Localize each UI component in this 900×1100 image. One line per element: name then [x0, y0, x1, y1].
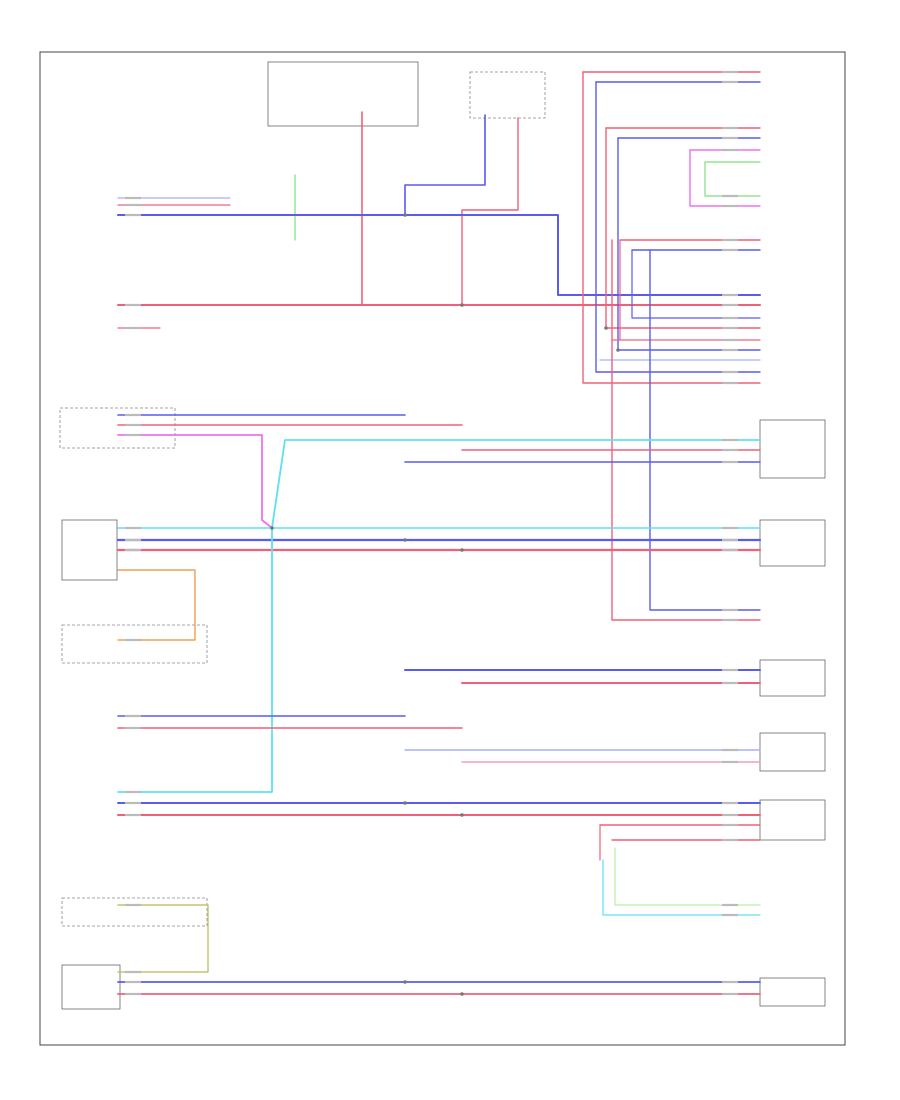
splice-point	[403, 980, 407, 984]
wire-cyan-54	[602, 859, 761, 916]
splice-point	[403, 801, 407, 805]
wire-blue-26	[631, 249, 761, 319]
wire-cyan-41	[117, 527, 273, 793]
component-box-r4	[759, 732, 826, 772]
component-box-r1	[759, 419, 826, 479]
splice-point	[460, 548, 464, 552]
component-box-r5	[759, 799, 826, 841]
wire-magenta-33	[117, 434, 273, 529]
component-box-r3	[759, 659, 826, 697]
wire-red-29	[611, 239, 761, 621]
diagram-frame	[39, 51, 846, 1046]
wire-orange-40	[117, 569, 196, 641]
wire-layer	[116, 71, 762, 996]
splice-point	[616, 348, 620, 352]
label-layer	[125, 70, 738, 996]
splice-point	[460, 813, 464, 817]
splice-point	[460, 992, 464, 996]
wire-red-16	[605, 127, 761, 329]
component-box-r6	[759, 977, 826, 1007]
component-box-l3	[61, 624, 208, 664]
wire-blue-4	[117, 114, 486, 216]
splice-point	[403, 213, 407, 217]
relay-box-top	[469, 71, 546, 119]
wire-blue-7	[117, 214, 761, 296]
wire-cyan-34	[271, 439, 761, 529]
component-box-l5	[61, 964, 121, 1010]
splice-point	[460, 303, 464, 307]
splice-point	[403, 538, 407, 542]
component-box-l1	[59, 407, 176, 449]
component-box-l4	[61, 897, 208, 927]
fuse-box-top	[267, 61, 419, 127]
wire-red-6	[461, 117, 519, 306]
wire-red-12	[582, 71, 761, 384]
splice-point	[604, 326, 608, 330]
splice-point	[270, 526, 274, 530]
wire-olive-55	[117, 904, 209, 973]
wire-magenta-20	[689, 149, 761, 207]
wire-lightgreen-53	[614, 847, 761, 906]
component-box-r2	[759, 519, 826, 567]
wire-blue-14	[595, 81, 761, 373]
component-box-l2	[61, 519, 118, 581]
wire-green-22	[704, 161, 761, 197]
